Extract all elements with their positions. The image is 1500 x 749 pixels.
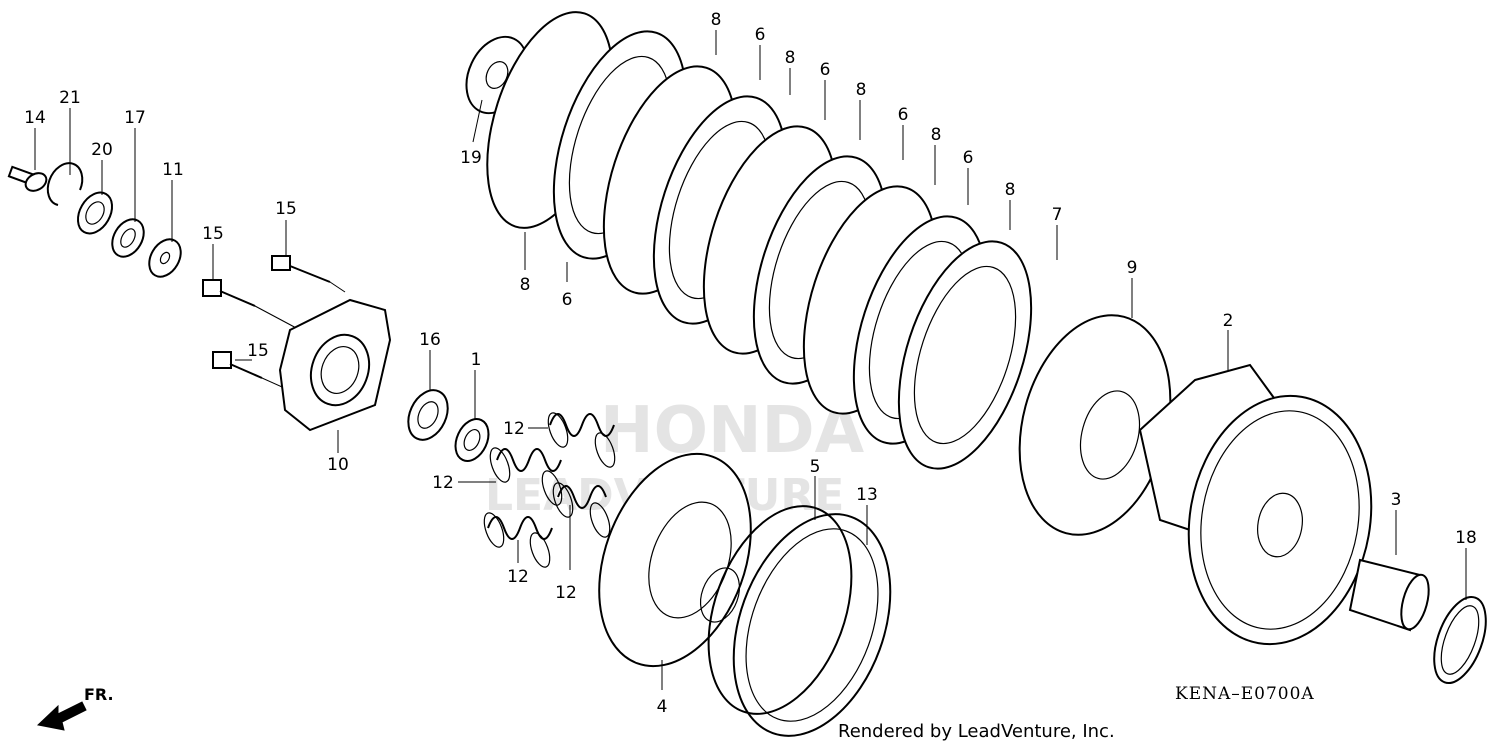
washer-11 — [148, 238, 182, 278]
washer-1 — [454, 418, 490, 462]
spring-12-middle — [552, 482, 611, 538]
ring-5 — [707, 505, 853, 715]
callout-6-second: 6 — [755, 25, 766, 45]
clutch-disc-stack — [486, 11, 1033, 470]
watermark-brand: HONDA — [600, 394, 865, 468]
callout-12-bottom: 12 — [507, 567, 529, 587]
callout-19: 19 — [460, 148, 482, 168]
callouts: 14 21 20 17 11 15 15 15 10 16 1 12 12 12… — [24, 10, 1477, 717]
snap-ring-21 — [46, 162, 84, 206]
callout-4: 4 — [657, 697, 668, 717]
callout-8-fourth: 8 — [856, 80, 867, 100]
lifter-plate-10 — [278, 298, 392, 432]
callout-15-lower: 15 — [247, 341, 269, 361]
callout-8-sixth: 8 — [1005, 180, 1016, 200]
callout-1: 1 — [471, 350, 482, 370]
washer-17 — [111, 218, 145, 258]
callout-7: 7 — [1052, 205, 1063, 225]
ring-13 — [732, 513, 892, 737]
pressure-plate-4 — [598, 452, 752, 668]
render-credit: Rendered by LeadVenture, Inc. — [838, 721, 1115, 742]
callout-3: 3 — [1391, 490, 1402, 510]
callout-9: 9 — [1127, 258, 1138, 278]
clutch-outer-2 — [1138, 363, 1373, 646]
callout-8-fifth: 8 — [931, 125, 942, 145]
callout-12-top: 12 — [503, 419, 525, 439]
diagram-code: KENA–E0700A — [1175, 684, 1315, 704]
callout-15-upper: 15 — [275, 199, 297, 219]
callout-6-fifth: 6 — [963, 148, 974, 168]
callout-5: 5 — [810, 457, 821, 477]
callout-13: 13 — [856, 485, 878, 505]
spring-12-left — [489, 447, 563, 506]
direction-label: FR. — [84, 685, 114, 704]
callout-15-middle: 15 — [202, 224, 224, 244]
callout-18: 18 — [1455, 528, 1477, 548]
callout-8-first: 8 — [520, 275, 531, 295]
collar-3 — [1348, 558, 1430, 632]
spring-12-top — [547, 412, 616, 468]
callout-8-third: 8 — [785, 48, 796, 68]
callout-17: 17 — [124, 108, 146, 128]
callout-6-fourth: 6 — [898, 105, 909, 125]
callout-20: 20 — [91, 140, 113, 160]
leader-lines — [34, 30, 1467, 690]
bolt-14 — [7, 165, 48, 192]
callout-2: 2 — [1223, 311, 1234, 331]
washer-18 — [1433, 596, 1487, 684]
callout-11: 11 — [162, 160, 184, 180]
bolt-15-middle — [202, 279, 301, 331]
bearing-20 — [76, 191, 114, 235]
lock-nut-16 — [407, 389, 449, 441]
bolt-15-upper — [271, 255, 346, 293]
callout-12-middle: 12 — [555, 583, 577, 603]
callout-12-left: 12 — [432, 473, 454, 493]
callout-6-third: 6 — [820, 60, 831, 80]
front-direction-arrow: FR. — [36, 685, 114, 731]
callout-10: 10 — [327, 455, 349, 475]
callout-8-second: 8 — [711, 10, 722, 30]
callout-6-first: 6 — [562, 290, 573, 310]
callout-21: 21 — [59, 88, 81, 108]
spring-12-bottom — [483, 512, 553, 568]
callout-14: 14 — [24, 108, 46, 128]
callout-16: 16 — [419, 330, 441, 350]
